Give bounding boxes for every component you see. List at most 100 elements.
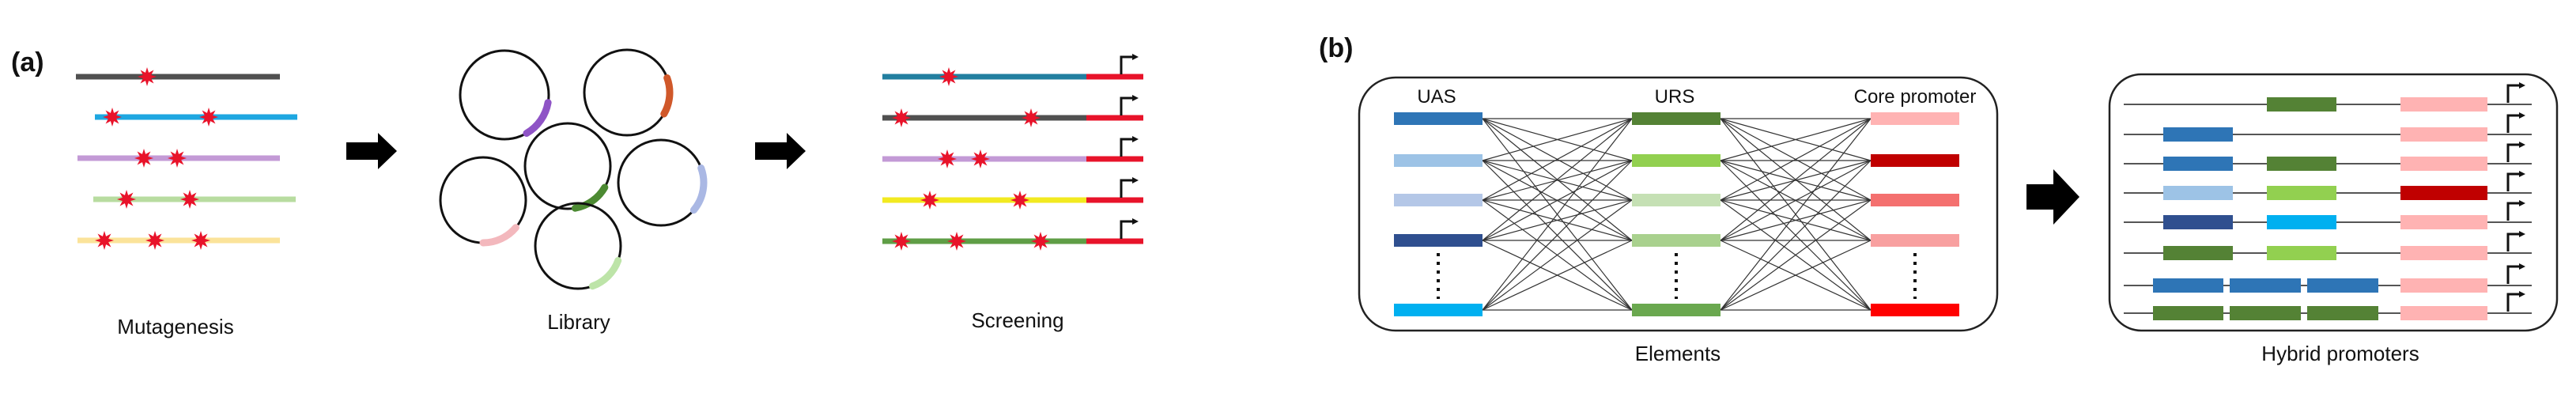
element-bar (1394, 112, 1483, 125)
mutation-star (191, 231, 210, 250)
hybrid-element-bar (2400, 246, 2487, 260)
tss-arrow-icon (2506, 200, 2525, 221)
element-bar (1871, 154, 1959, 167)
plasmid-insert (689, 164, 708, 214)
element-column-headings: UAS URS Core promoter (1417, 86, 1976, 108)
connection-line (1482, 160, 1633, 241)
heading-urs: URS (1655, 86, 1695, 108)
element-bar (1632, 194, 1720, 206)
connection-line (1720, 160, 1872, 201)
hybrid-element-bar (2400, 215, 2487, 229)
plasmid-circle (523, 122, 612, 210)
connection-line (1720, 199, 1872, 241)
caption-hybrid-promoters: Hybrid promoters (2261, 342, 2419, 365)
connection-line (1720, 118, 1872, 311)
caption-mutagenesis: Mutagenesis (117, 315, 233, 338)
hybrid-element-bar (2153, 278, 2223, 293)
connection-line (1720, 199, 1872, 311)
tss-arrow-icon (2506, 112, 2525, 133)
plasmid-circle (459, 49, 550, 141)
hybrid-element-bar (2230, 306, 2301, 320)
element-bar (1394, 234, 1483, 247)
hybrid-promoters-box (2108, 73, 2559, 332)
mutation-star (168, 149, 187, 168)
connection-line (1482, 118, 1633, 161)
tss-arrow-icon (1120, 95, 1139, 115)
element-bar (1871, 194, 1959, 206)
connection-line (1720, 160, 1872, 311)
hybrid-element-bar (2230, 278, 2301, 293)
plasmid-circle (583, 48, 671, 137)
arrow-2 (755, 133, 806, 169)
hybrid-element-bar (2400, 306, 2487, 320)
plasmid-library (439, 48, 708, 290)
element-bar (1394, 194, 1483, 206)
element-bar (1871, 112, 1959, 125)
screening-lines (882, 54, 1143, 251)
connection-line (1482, 199, 1633, 311)
element-bar (1871, 304, 1959, 316)
connection-line (1720, 118, 1872, 161)
hybrid-promoter-rows (2124, 82, 2532, 320)
hybrid-element-bar (2163, 246, 2233, 260)
heading-uas: UAS (1417, 86, 1456, 108)
arrow-1 (346, 133, 397, 169)
mutation-star (95, 231, 114, 250)
element-bar (1632, 112, 1720, 125)
connection-line (1482, 240, 1633, 311)
mutagenesis-lines (76, 67, 297, 250)
tss-arrow-icon (1120, 177, 1139, 198)
hybrid-element-bar (2163, 157, 2233, 171)
hybrid-element-bar (2267, 97, 2336, 112)
tss-arrow-icon (2506, 171, 2525, 191)
element-bar (1394, 304, 1483, 316)
mutation-star (1022, 108, 1041, 127)
tss-arrow-icon (2506, 142, 2525, 162)
connection-line (1482, 118, 1633, 241)
mutation-star (117, 190, 136, 209)
panel-b-label: (b) (1319, 33, 1353, 63)
hybrid-element-bar (2400, 127, 2487, 142)
mutation-star (1031, 232, 1050, 251)
mutation-star (199, 108, 218, 127)
element-bars (1394, 112, 1959, 316)
element-bar (1871, 234, 1959, 247)
hybrid-element-bar (2163, 127, 2233, 142)
element-bar (1632, 304, 1720, 316)
mutation-star (920, 191, 939, 210)
hybrid-element-bar (2267, 157, 2336, 171)
mutation-star (1010, 191, 1029, 210)
mutation-star (134, 149, 153, 168)
plasmid-circle (534, 202, 622, 290)
mutation-star (939, 67, 958, 86)
hybrid-element-bar (2267, 186, 2336, 200)
mutation-star (892, 232, 911, 251)
hybrid-element-bar (2400, 157, 2487, 171)
hybrid-element-bar (2163, 186, 2233, 200)
tss-arrow-icon (1120, 136, 1139, 157)
hybrid-element-bar (2163, 215, 2233, 229)
mutation-star (947, 232, 966, 251)
tss-arrow-icon (2506, 82, 2525, 103)
hybrid-element-bar (2267, 246, 2336, 260)
panel-b: (b) UAS URS Core promoter Elements Hybri… (1319, 33, 2559, 365)
plasmid-insert (571, 183, 609, 212)
panel-a-label: (a) (11, 47, 44, 78)
mutation-star (145, 231, 164, 250)
hybrid-element-bar (2307, 306, 2378, 320)
connection-line (1482, 118, 1633, 311)
tss-arrow-icon (2506, 291, 2525, 312)
hybrid-element-bar (2153, 306, 2223, 320)
hybrid-element-bar (2400, 186, 2487, 200)
panel-a: (a) Mutagenesis Library Screening (11, 47, 1143, 338)
caption-library: Library (547, 310, 610, 334)
connection-line (1482, 160, 1633, 311)
hybrid-element-bar (2307, 278, 2378, 293)
tss-arrow-icon (2506, 231, 2525, 251)
connection-line (1482, 118, 1633, 201)
arrow-3 (2026, 169, 2079, 225)
connection-line (1482, 160, 1633, 201)
plasmid-insert (523, 99, 552, 137)
element-bar (1632, 154, 1720, 167)
element-bar (1632, 234, 1720, 247)
